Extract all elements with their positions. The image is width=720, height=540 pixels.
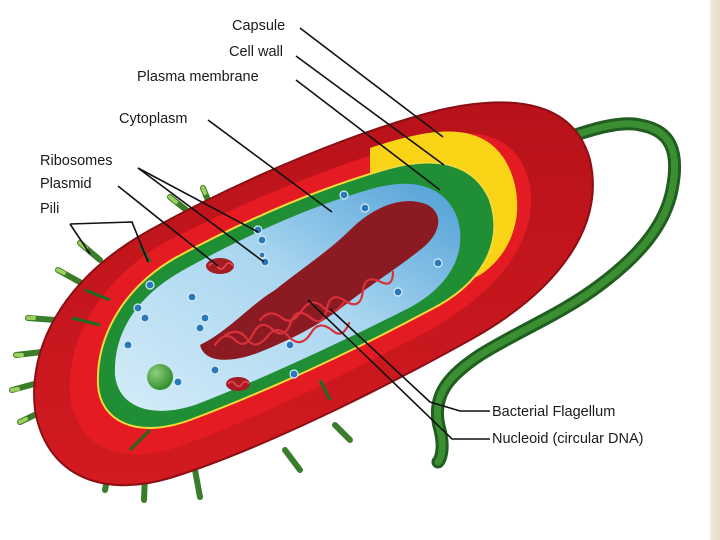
nucleoid [200, 201, 439, 360]
plasmid-lower-loops [227, 380, 250, 388]
ribosome [123, 340, 133, 350]
label-cell-wall: Cell wall [229, 44, 283, 60]
pilus-tip [56, 268, 66, 275]
ribosome [257, 235, 267, 245]
pilus [332, 422, 353, 443]
ribosome [145, 280, 155, 290]
nucleoid-leader [307, 299, 490, 440]
wall-segment [318, 379, 332, 401]
ribosomes-leader-1 [137, 167, 259, 233]
ribosomes [123, 190, 443, 387]
cytoplasm-leader [207, 119, 333, 213]
ribosome [339, 190, 349, 200]
label-cytoplasm: Cytoplasm [119, 111, 188, 127]
slide-edge-border [710, 0, 720, 540]
ribosome [187, 292, 197, 302]
wall-segment [71, 316, 101, 327]
label-ribosomes: Ribosomes [40, 153, 113, 169]
capsule-leader [299, 27, 444, 138]
plasmid-leader [117, 185, 219, 267]
ribosome [173, 377, 183, 387]
ribosome [433, 258, 443, 268]
pilus [192, 467, 203, 500]
ribosome [285, 340, 295, 350]
flagellum-highlight [433, 120, 679, 466]
inclusion-granule [147, 364, 173, 390]
ribosome [360, 203, 370, 213]
pilus-tip [18, 417, 28, 424]
pilus [282, 447, 303, 473]
label-plasmid: Plasmid [40, 176, 92, 192]
label-capsule: Capsule [232, 18, 285, 34]
leader-lines [69, 27, 490, 440]
ribosome [258, 251, 266, 259]
ribosomes-leader-2 [137, 167, 265, 263]
pili-leader-1 [69, 223, 91, 255]
ribosome [260, 257, 270, 267]
membrane-outline [96, 161, 496, 429]
ribosome [133, 303, 143, 313]
label-plasma-membrane: Plasma membrane [137, 69, 259, 85]
ribosome [200, 313, 210, 323]
plasma-membrane-leader [295, 79, 441, 191]
cell-wall-leader [295, 55, 445, 166]
ribosome [140, 313, 150, 323]
ribosome [195, 323, 205, 333]
flagellum-leader [329, 308, 490, 412]
wall-segment [128, 428, 152, 452]
ribosome [210, 365, 220, 375]
label-bacterial-flagellum: Bacterial Flagellum [492, 404, 615, 420]
pilus-tip [168, 195, 178, 204]
plasmid-lower [226, 377, 250, 391]
pilus-tip [10, 387, 20, 392]
ribosome [393, 287, 403, 297]
pilus-tip [201, 186, 207, 195]
pili-leader-2 [69, 221, 149, 263]
label-pili: Pili [40, 201, 59, 217]
nucleoid-strands [213, 270, 395, 347]
label-nucleoid: Nucleoid (circular DNA) [492, 431, 643, 447]
ribosome [289, 369, 299, 379]
wall-segment [84, 288, 111, 302]
